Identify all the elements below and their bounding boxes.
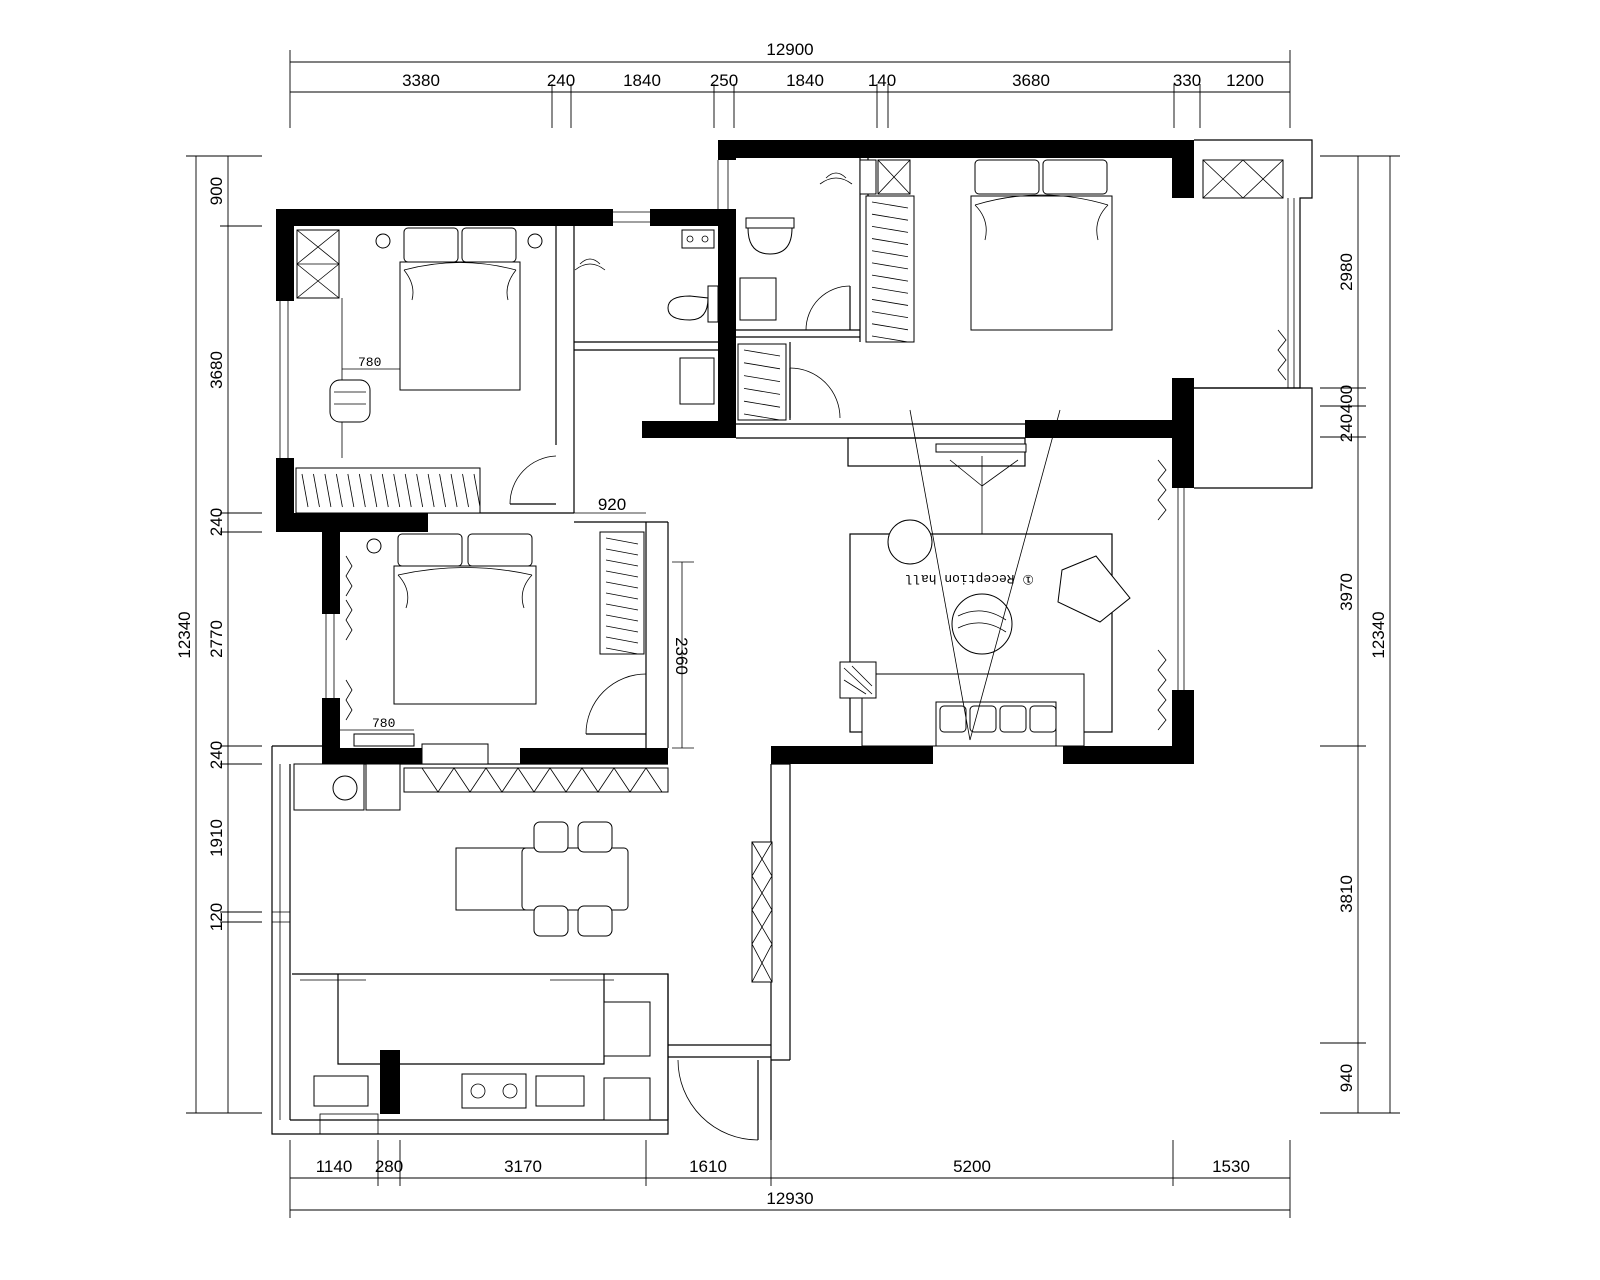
right-dim-6: 940 [1337, 1064, 1356, 1092]
bedroom-1-desk: 780 [329, 298, 400, 458]
top-dim-9: 1200 [1226, 71, 1264, 90]
living-room: ① Reception hall [345, 329, 1287, 747]
kitchen [292, 763, 669, 1121]
bedroom-2-desk-dim: 780 [372, 716, 395, 731]
top-dim-2: 240 [547, 71, 575, 90]
top-dim-7: 3680 [1012, 71, 1050, 90]
top-dim-4: 250 [710, 71, 738, 90]
top-dim-1: 3380 [402, 71, 440, 90]
left-dim-6: 1910 [207, 819, 226, 857]
left-dim-3: 240 [207, 508, 226, 536]
right-overall-dim: 12340 [1369, 611, 1388, 658]
bottom-dim-5: 5200 [953, 1157, 991, 1176]
right-dim-2: 240 [1337, 414, 1356, 442]
bedroom-1-desk-dim: 780 [358, 355, 381, 370]
bathroom-fixtures [574, 159, 877, 405]
bed-bedroom-1 [375, 227, 543, 391]
storage-cabinets [296, 159, 1284, 983]
bottom-dim-3: 3170 [504, 1157, 542, 1176]
left-dimension-chain: 12340 900 3680 240 2770 240 1910 120 [175, 155, 262, 1114]
top-dim-3: 1840 [623, 71, 661, 90]
wardrobe-height-dim: 2360 [672, 637, 691, 675]
corridor-dim-label: 920 [598, 495, 626, 514]
reception-hall-label: ① Reception hall [905, 571, 1034, 586]
right-dim-1: 2980 [1337, 253, 1356, 291]
bottom-dimension-chain: 1140 280 3170 1610 5200 1530 12930 [289, 1140, 1291, 1218]
dining-area [455, 821, 629, 937]
top-overall-dim: 12900 [766, 40, 813, 59]
right-dim-5: 3810 [1337, 875, 1356, 913]
right-dim-3: 400 [1337, 385, 1356, 413]
bed-master [970, 159, 1113, 331]
corridor-dim: 920 2360 [574, 495, 694, 749]
top-dim-8: 330 [1173, 71, 1201, 90]
bed-bedroom-2 [366, 533, 537, 705]
right-dim-4: 3970 [1337, 573, 1356, 611]
bottom-dim-2: 280 [375, 1157, 403, 1176]
doors [509, 285, 851, 1141]
top-dim-6: 140 [868, 71, 896, 90]
bottom-overall-dim: 12930 [766, 1189, 813, 1208]
right-dimension-chain: 2980 240 400 3970 3810 940 12340 [1320, 155, 1400, 1114]
top-dim-5: 1840 [786, 71, 824, 90]
left-overall-dim: 12340 [175, 611, 194, 658]
left-dim-1: 900 [207, 177, 226, 205]
bottom-dim-1: 1140 [316, 1157, 353, 1176]
bedroom-2-desk: 780 [340, 716, 415, 747]
left-dim-4: 2770 [207, 620, 226, 658]
wardrobes [295, 195, 915, 655]
left-dim-2: 3680 [207, 351, 226, 389]
walls [276, 140, 1194, 1114]
top-dimension-chain: 12900 3380 240 1840 250 1840 140 3680 33… [289, 40, 1291, 128]
bottom-dim-6: 1530 [1212, 1157, 1250, 1176]
left-dim-5: 240 [207, 741, 226, 769]
left-dim-7: 120 [207, 903, 226, 931]
bottom-dim-4: 1610 [689, 1157, 727, 1176]
